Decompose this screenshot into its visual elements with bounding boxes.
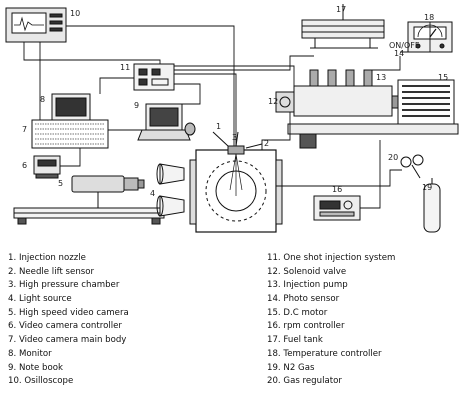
legend-item: 10. Osilloscope xyxy=(8,376,74,387)
legend-item: 9. Note book xyxy=(8,362,63,373)
callout-12: 12 xyxy=(268,97,278,106)
oscilloscope-icon xyxy=(5,7,67,43)
callout-8: 8 xyxy=(40,95,45,104)
pump-base-plate xyxy=(287,123,459,135)
legend-item: 3. High pressure chamber xyxy=(8,280,120,291)
high-pressure-chamber-icon xyxy=(189,145,283,233)
legend-item: 5. High speed video camera xyxy=(8,307,129,318)
legend-item: 8. Monitor xyxy=(8,348,52,359)
legend-item: 19. N2 Gas xyxy=(267,362,315,373)
callout-15: 15 xyxy=(438,73,448,82)
base-foot xyxy=(299,133,317,149)
legend-item: 4. Light source xyxy=(8,294,72,305)
legend-item: 11. One shot injection system xyxy=(267,253,396,263)
photo-sensor-readout: ON/OFF xyxy=(389,41,420,50)
legend-left: 1. Injection nozzle 2. Needle lift senso… xyxy=(8,252,129,389)
callout-5: 5 xyxy=(58,179,63,188)
high-speed-video-camera-icon xyxy=(13,175,165,225)
legend-item: 17. Fuel tank xyxy=(267,335,323,346)
callout-18: 18 xyxy=(424,13,434,22)
rpm-controller-icon xyxy=(313,195,361,221)
callout-17: 17 xyxy=(336,5,346,14)
callout-6: 6 xyxy=(22,161,27,170)
callout-numbers: 1 2 3 4 5 6 7 8 9 10 11 12 13 14 15 16 1… xyxy=(22,5,448,198)
dc-motor-icon xyxy=(391,79,455,125)
callout-4: 4 xyxy=(150,189,155,198)
legend-item: 7. Video camera main body xyxy=(8,335,127,346)
legend-item: 14. Photo sensor xyxy=(267,294,340,305)
legend-item: 13. Injection pump xyxy=(267,280,348,291)
legend-right: 11. One shot injection system 12. Soleno… xyxy=(267,252,395,389)
signal-wires xyxy=(23,22,431,209)
callout-3: 3 xyxy=(232,133,237,142)
callout-1: 1 xyxy=(216,122,221,131)
fuel-tank-icon xyxy=(301,4,385,49)
injection-pump-icon xyxy=(275,69,393,117)
legend-item: 18. Temperature controller xyxy=(267,348,382,359)
legend-item: 12. Solenoid valve xyxy=(267,266,347,277)
light-source-icon xyxy=(156,163,185,217)
callout-13: 13 xyxy=(376,73,386,82)
legend-item: 2. Needle lift sensor xyxy=(8,266,95,277)
legend-item: 20. Gas regulator xyxy=(267,376,342,387)
callout-11: 11 xyxy=(120,63,130,72)
callout-7: 7 xyxy=(22,125,27,134)
gas-regulator-icon xyxy=(400,154,424,179)
callout-9: 9 xyxy=(134,101,139,110)
callout-10: 10 xyxy=(70,9,80,18)
video-camera-main-body-icon xyxy=(31,119,109,149)
apparatus-diagram: ON/OFF 1 2 3 4 5 6 7 8 9 10 11 12 13 14 … xyxy=(5,4,459,233)
callout-19: 19 xyxy=(422,183,432,192)
n2-gas-cylinder-icon xyxy=(423,178,441,233)
callout-2: 2 xyxy=(264,139,269,148)
legend-item: 16. rpm controller xyxy=(267,321,345,332)
legend-item: 15. D.C motor xyxy=(267,307,328,318)
callout-20: 20 xyxy=(388,153,398,162)
callout-16: 16 xyxy=(332,185,342,194)
callout-14: 14 xyxy=(394,49,404,58)
legend-item: 6. Video camera controller xyxy=(8,321,122,332)
one-shot-injection-system-icon xyxy=(133,63,175,91)
legend-item: 1. Injection nozzle xyxy=(8,253,86,263)
notebook-icon xyxy=(137,103,196,141)
video-camera-controller-icon xyxy=(33,155,61,179)
